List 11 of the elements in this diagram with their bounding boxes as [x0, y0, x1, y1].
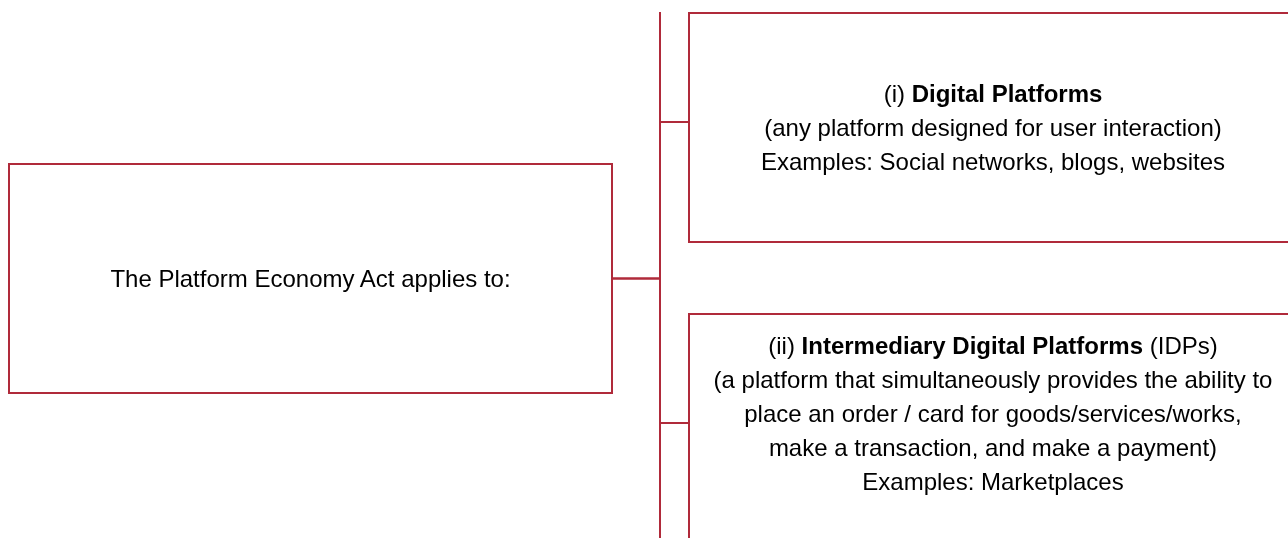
- box-text: The Platform Economy Act applies to:: [110, 263, 511, 294]
- definition-text: (a platform that simultaneously provides the ability to place an order / card for goods/services/works, make a transaction, and make a payment): [713, 365, 1273, 463]
- examples-text: Examples: Social networks, blogs, websites: [760, 146, 1226, 177]
- definition-text: (any platform designed for user interaction): [764, 112, 1222, 143]
- category-box: [688, 313, 1288, 538]
- scope-box: [8, 163, 613, 394]
- examples-text: Examples: Marketplaces: [862, 467, 1124, 497]
- category-box: [688, 12, 1288, 243]
- box-heading: (ii) Intermediary Digital Platforms (IDPs): [768, 331, 1218, 361]
- connector-line: [612, 277, 689, 424]
- box-heading: (i) Digital Platforms: [883, 78, 1103, 109]
